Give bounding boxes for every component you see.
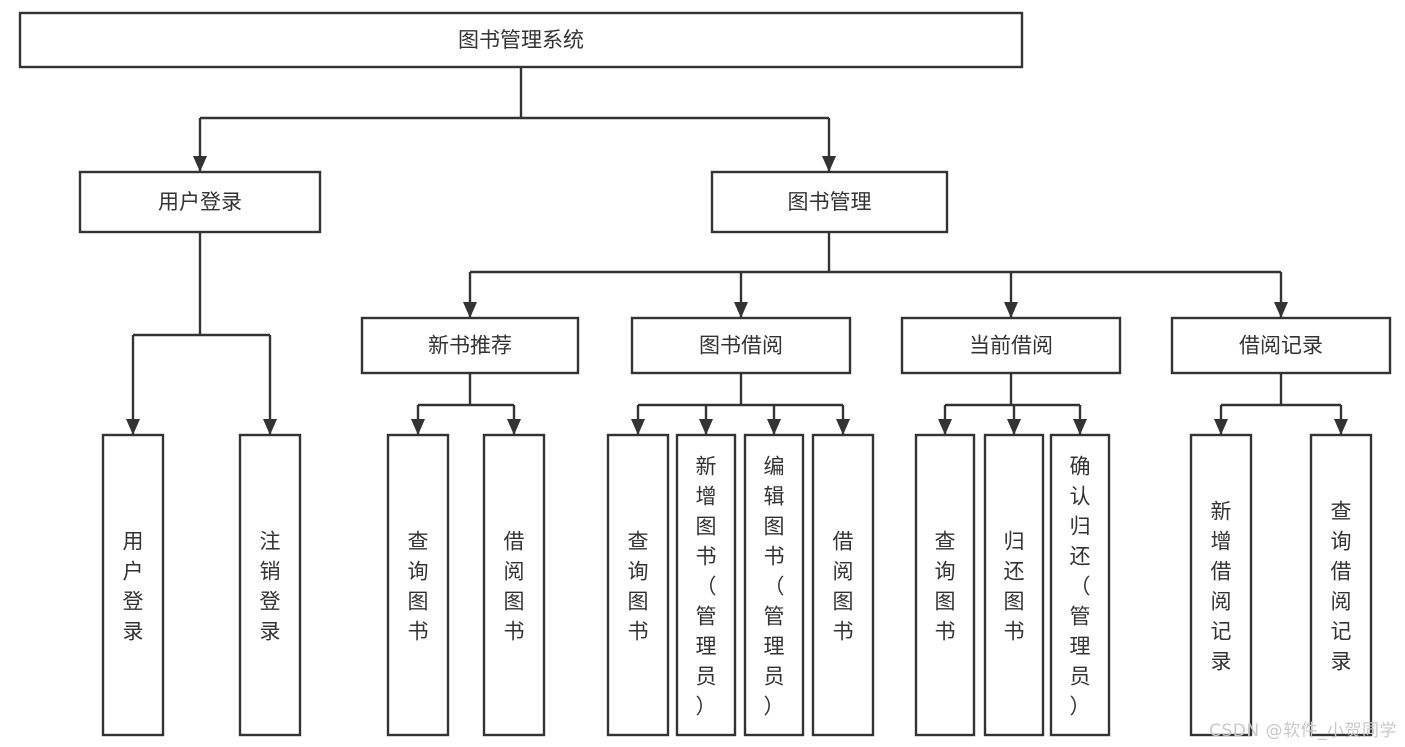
- arrow-head-icon: [1334, 419, 1348, 435]
- node-label: 查询借阅记录: [1331, 499, 1352, 673]
- csdn-watermark: CSDN @软件_小贺同学: [1209, 721, 1397, 741]
- node-label: 新增图书（管理员）: [696, 454, 717, 718]
- arrow-head-icon: [193, 156, 207, 172]
- node-leaf-add-book[interactable]: 新增图书（管理员）: [675, 433, 737, 737]
- node-leaf-borrow-book-2[interactable]: 借阅图书: [811, 433, 875, 737]
- node-new-book-rec[interactable]: 新书推荐: [360, 316, 580, 375]
- node-box: [1309, 433, 1373, 737]
- node-box: [482, 433, 546, 737]
- node-leaf-query-book-3[interactable]: 查询图书: [914, 433, 976, 737]
- node-box: [386, 433, 450, 737]
- node-label: 新增借阅记录: [1211, 499, 1232, 673]
- arrow-head-icon: [767, 419, 781, 435]
- node-box: [78, 170, 322, 234]
- node-label: 注销登录: [260, 529, 281, 643]
- node-label: 图书管理系统: [458, 28, 584, 52]
- node-leaf-confirm-return[interactable]: 确认归还（管理员）: [1049, 433, 1111, 737]
- node-leaf-query-record[interactable]: 查询借阅记录: [1309, 433, 1373, 737]
- node-label: 查询图书: [935, 529, 956, 643]
- node-leaf-return-book[interactable]: 归还图书: [983, 433, 1045, 737]
- node-label: 用户登录: [158, 190, 242, 214]
- node-leaf-query-book-2[interactable]: 查询图书: [606, 433, 670, 737]
- node-layer: 图书管理系统用户登录图书管理新书推荐图书借阅当前借阅借阅记录用户登录注销登录查询…: [18, 11, 1392, 737]
- node-label: 查询图书: [408, 529, 429, 643]
- node-leaf-user-login[interactable]: 用户登录: [101, 433, 165, 737]
- node-box: [811, 433, 875, 737]
- node-box: [1189, 433, 1253, 737]
- arrow-head-icon: [263, 419, 277, 435]
- node-label: 确认归还（管理员）: [1070, 454, 1091, 718]
- arrow-head-icon: [1073, 419, 1087, 435]
- arrow-head-icon: [463, 302, 477, 318]
- arrow-head-icon: [411, 419, 425, 435]
- node-root[interactable]: 图书管理系统: [18, 11, 1024, 69]
- node-label: 图书管理: [788, 190, 872, 214]
- node-leaf-query-book-1[interactable]: 查询图书: [386, 433, 450, 737]
- node-user-login[interactable]: 用户登录: [78, 170, 322, 234]
- node-borrow-record[interactable]: 借阅记录: [1170, 316, 1392, 375]
- arrow-head-icon: [836, 419, 850, 435]
- node-book-manage[interactable]: 图书管理: [710, 170, 949, 234]
- node-box: [743, 433, 805, 737]
- arrow-head-icon: [126, 419, 140, 435]
- node-box: [675, 433, 737, 737]
- arrow-head-icon: [699, 419, 713, 435]
- connector-layer: [126, 67, 1348, 435]
- node-leaf-add-record[interactable]: 新增借阅记录: [1189, 433, 1253, 737]
- node-label: 图书借阅: [699, 334, 783, 358]
- node-label: 归还图书: [1004, 529, 1025, 643]
- node-label: 新书推荐: [428, 334, 512, 358]
- node-label: 编辑图书（管理员）: [764, 454, 785, 718]
- node-box: [914, 433, 976, 737]
- node-label: 借阅图书: [504, 529, 525, 643]
- arrow-head-icon: [822, 156, 836, 172]
- node-box: [606, 433, 670, 737]
- node-box: [630, 316, 852, 375]
- node-label: 当前借阅: [969, 334, 1053, 358]
- node-book-borrow[interactable]: 图书借阅: [630, 316, 852, 375]
- arrow-head-icon: [1214, 419, 1228, 435]
- node-label: 借阅记录: [1239, 334, 1323, 358]
- node-leaf-edit-book[interactable]: 编辑图书（管理员）: [743, 433, 805, 737]
- node-box: [1049, 433, 1111, 737]
- arrow-head-icon: [1007, 419, 1021, 435]
- arrow-head-icon: [507, 419, 521, 435]
- node-leaf-borrow-book-1[interactable]: 借阅图书: [482, 433, 546, 737]
- node-box: [983, 433, 1045, 737]
- node-label: 查询图书: [628, 529, 649, 643]
- node-box: [238, 433, 302, 737]
- arrow-head-icon: [1004, 302, 1018, 318]
- node-box: [101, 433, 165, 737]
- node-box: [900, 316, 1122, 375]
- node-box: [710, 170, 949, 234]
- node-label: 用户登录: [123, 529, 144, 643]
- node-box: [18, 11, 1024, 69]
- node-box: [1170, 316, 1392, 375]
- node-leaf-logout[interactable]: 注销登录: [238, 433, 302, 737]
- arrow-head-icon: [1274, 302, 1288, 318]
- arrow-head-icon: [938, 419, 952, 435]
- arrow-head-icon: [631, 419, 645, 435]
- arrow-head-icon: [734, 302, 748, 318]
- node-box: [360, 316, 580, 375]
- node-label: 借阅图书: [833, 529, 854, 643]
- node-current-borrow[interactable]: 当前借阅: [900, 316, 1122, 375]
